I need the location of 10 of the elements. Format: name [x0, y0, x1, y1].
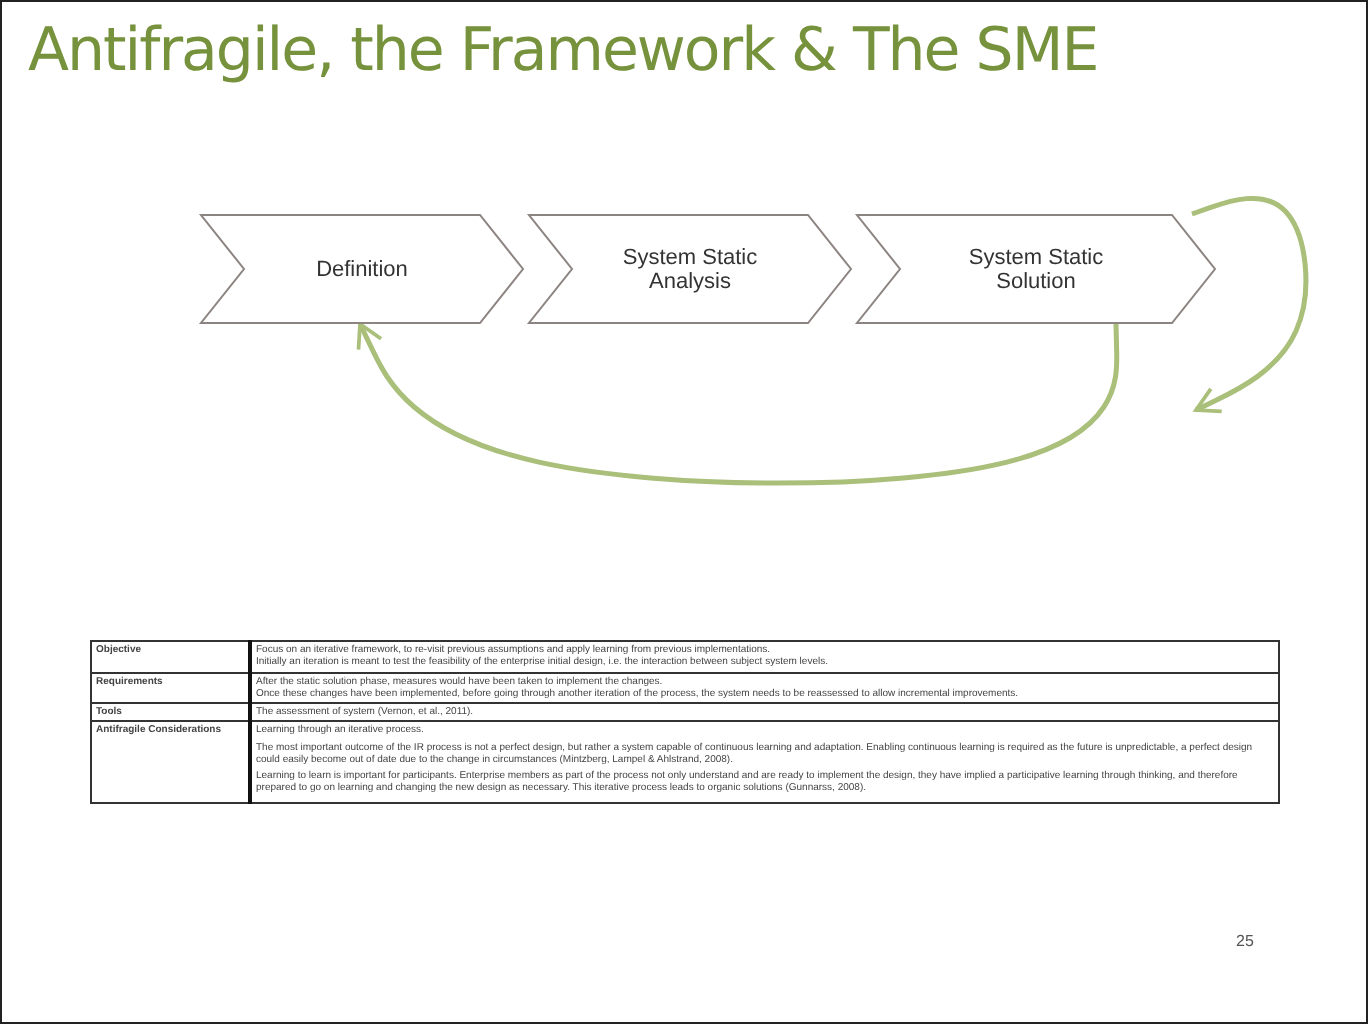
page-number: 25 — [1236, 932, 1254, 950]
curved-arrow — [1191, 195, 1309, 414]
process-step — [200, 214, 524, 324]
title: Antifragile, the Framework & The SME — [28, 16, 1098, 86]
process-step — [856, 214, 1216, 324]
step-label: System Static Solution — [966, 245, 1106, 293]
step-label: Definition — [314, 257, 410, 281]
curved-arrow — [356, 322, 1120, 486]
process-step — [528, 214, 852, 324]
step-label: System Static Analysis — [620, 245, 760, 293]
